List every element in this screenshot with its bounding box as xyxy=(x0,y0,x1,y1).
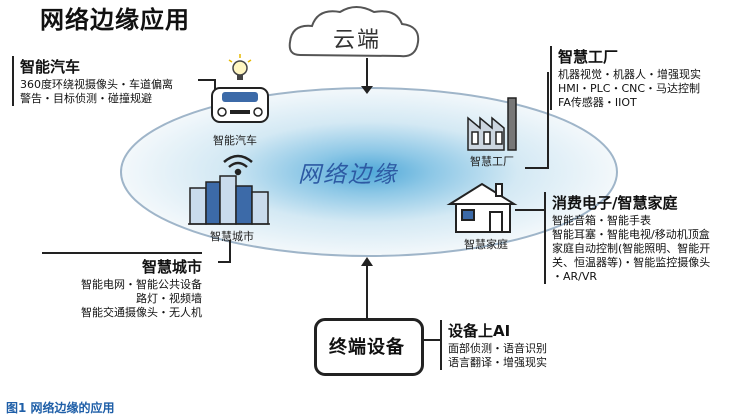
factory-icon xyxy=(467,97,517,151)
house-icon xyxy=(446,182,518,233)
device-box: 设备上AI 面部侦测・语音识别 语言翻译・增强现实 xyxy=(440,320,547,370)
factory-connector xyxy=(525,72,549,169)
home-line: 智能音箱・智能手表 xyxy=(552,214,651,227)
car-heading: 智能汽车 xyxy=(20,58,81,76)
home-line: 家庭自动控制(智能照明、智能开 xyxy=(552,242,711,255)
home-node-label: 智慧家庭 xyxy=(464,238,508,251)
figure-caption: 图1 网络边缘的应用 xyxy=(6,401,115,415)
home-heading: 消费电子/智慧家庭 xyxy=(552,194,678,212)
edge-center-label: 网络边缘 xyxy=(298,162,398,188)
car-line: 警告・目标侦测・碰撞规避 xyxy=(20,92,152,105)
home-line: 关、恒温器等)・智能监控摄像头 xyxy=(552,256,711,269)
car-line: 360度环绕视摄像头・车道偏离 xyxy=(20,78,173,91)
cloud-label: 云端 xyxy=(333,28,382,53)
car-box: 智能汽车 360度环绕视摄像头・车道偏离 警告・目标侦测・碰撞规避 xyxy=(12,56,173,106)
device-phone-icon: 终端设备 xyxy=(314,318,424,376)
city-heading: 智慧城市 xyxy=(142,258,203,276)
city-line: 路灯・视频墙 xyxy=(136,292,203,305)
device-heading: 设备上AI xyxy=(448,322,511,340)
device-line: 面部侦测・语音识别 xyxy=(448,342,547,355)
city-icon xyxy=(188,175,270,225)
factory-line: FA传感器・IIOT xyxy=(558,96,637,109)
factory-line: HMI・PLC・CNC・马达控制 xyxy=(558,82,701,95)
device-phone-label: 终端设备 xyxy=(329,337,405,358)
wifi-icon xyxy=(223,154,253,176)
device-line: 语言翻译・增强现实 xyxy=(448,356,547,369)
factory-box: 智慧工厂 机器视觉・机器人・增强现实 HMI・PLC・CNC・马达控制 FA传感… xyxy=(550,46,701,110)
page-title: 网络边缘应用 xyxy=(40,6,190,34)
city-node-label: 智慧城市 xyxy=(210,230,254,243)
home-line: ・AR/VR xyxy=(552,270,598,283)
car-node-label: 智能汽车 xyxy=(213,134,257,147)
factory-node-label: 智慧工厂 xyxy=(470,155,514,168)
city-connector xyxy=(218,240,231,263)
factory-heading: 智慧工厂 xyxy=(558,48,619,66)
home-line: 智能耳塞・智能电视/移动机顶盒 xyxy=(552,228,710,241)
lightbulb-icon xyxy=(228,54,252,80)
home-box: 消费电子/智慧家庭 智能音箱・智能手表 智能耳塞・智能电视/移动机顶盒 家庭自动… xyxy=(544,192,710,284)
factory-line: 机器视觉・机器人・增强现实 xyxy=(558,68,701,81)
city-box: 智慧城市 智能电网・智能公共设备 路灯・视频墙 智能交通摄像头・无人机 xyxy=(42,252,203,320)
cloud-icon xyxy=(288,6,420,58)
city-line: 智能电网・智能公共设备 xyxy=(81,278,203,291)
car-icon xyxy=(211,87,269,123)
city-line: 智能交通摄像头・无人机 xyxy=(81,306,203,319)
